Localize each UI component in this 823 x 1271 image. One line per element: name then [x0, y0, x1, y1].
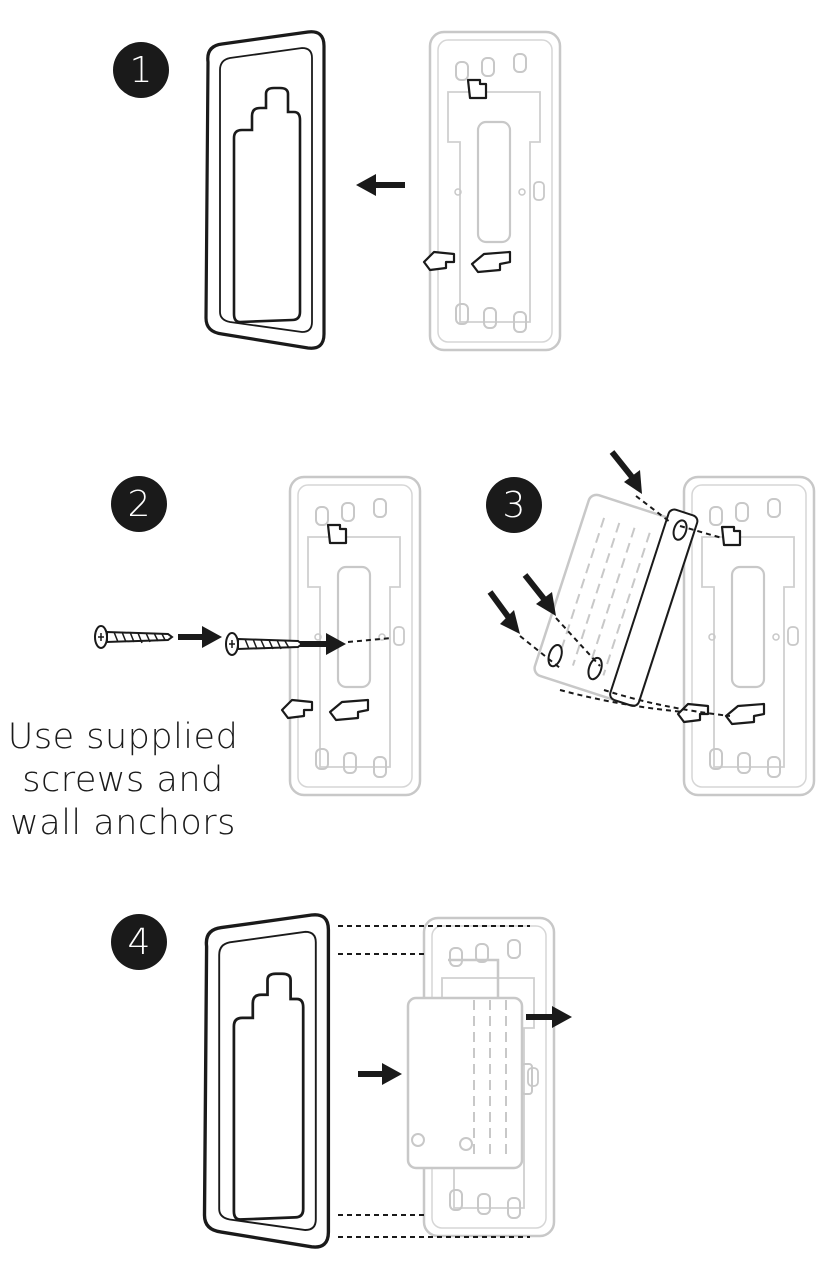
screw-caption: Use supplied screws and wall anchors — [0, 716, 246, 845]
step4-terminal-block — [406, 958, 533, 1170]
step4-arrow-out — [526, 1006, 572, 1028]
step1-wall-plate — [204, 30, 326, 350]
caption-line: screws and — [22, 760, 224, 800]
step-badge-4: 4 — [111, 914, 167, 970]
step1-mounting-base — [422, 30, 562, 352]
step4-arrow-in — [358, 1063, 402, 1085]
step-badge-1: 1 — [113, 42, 169, 98]
step4-wall-plate — [202, 913, 331, 1249]
step-number: 3 — [502, 484, 526, 526]
step-number: 4 — [127, 921, 151, 963]
step-number: 1 — [129, 49, 153, 91]
step3-mounting-base — [676, 475, 816, 797]
step-number: 2 — [127, 483, 151, 525]
step2-arrow-1 — [178, 626, 222, 648]
terminal-block-icon — [533, 493, 699, 707]
screw-icon — [94, 625, 174, 649]
step-badge-2: 2 — [111, 476, 167, 532]
screw-icon-inserted — [225, 632, 304, 656]
caption-line: wall anchors — [10, 803, 236, 843]
step2-arrow-2 — [300, 633, 393, 655]
step2-mounting-base — [280, 475, 422, 797]
step1-arrow — [356, 174, 405, 196]
step-badge-3: 3 — [486, 477, 542, 533]
caption-line: Use supplied — [7, 717, 239, 757]
step4-dashed-guides — [338, 925, 530, 1238]
step3-arrows — [487, 450, 731, 717]
